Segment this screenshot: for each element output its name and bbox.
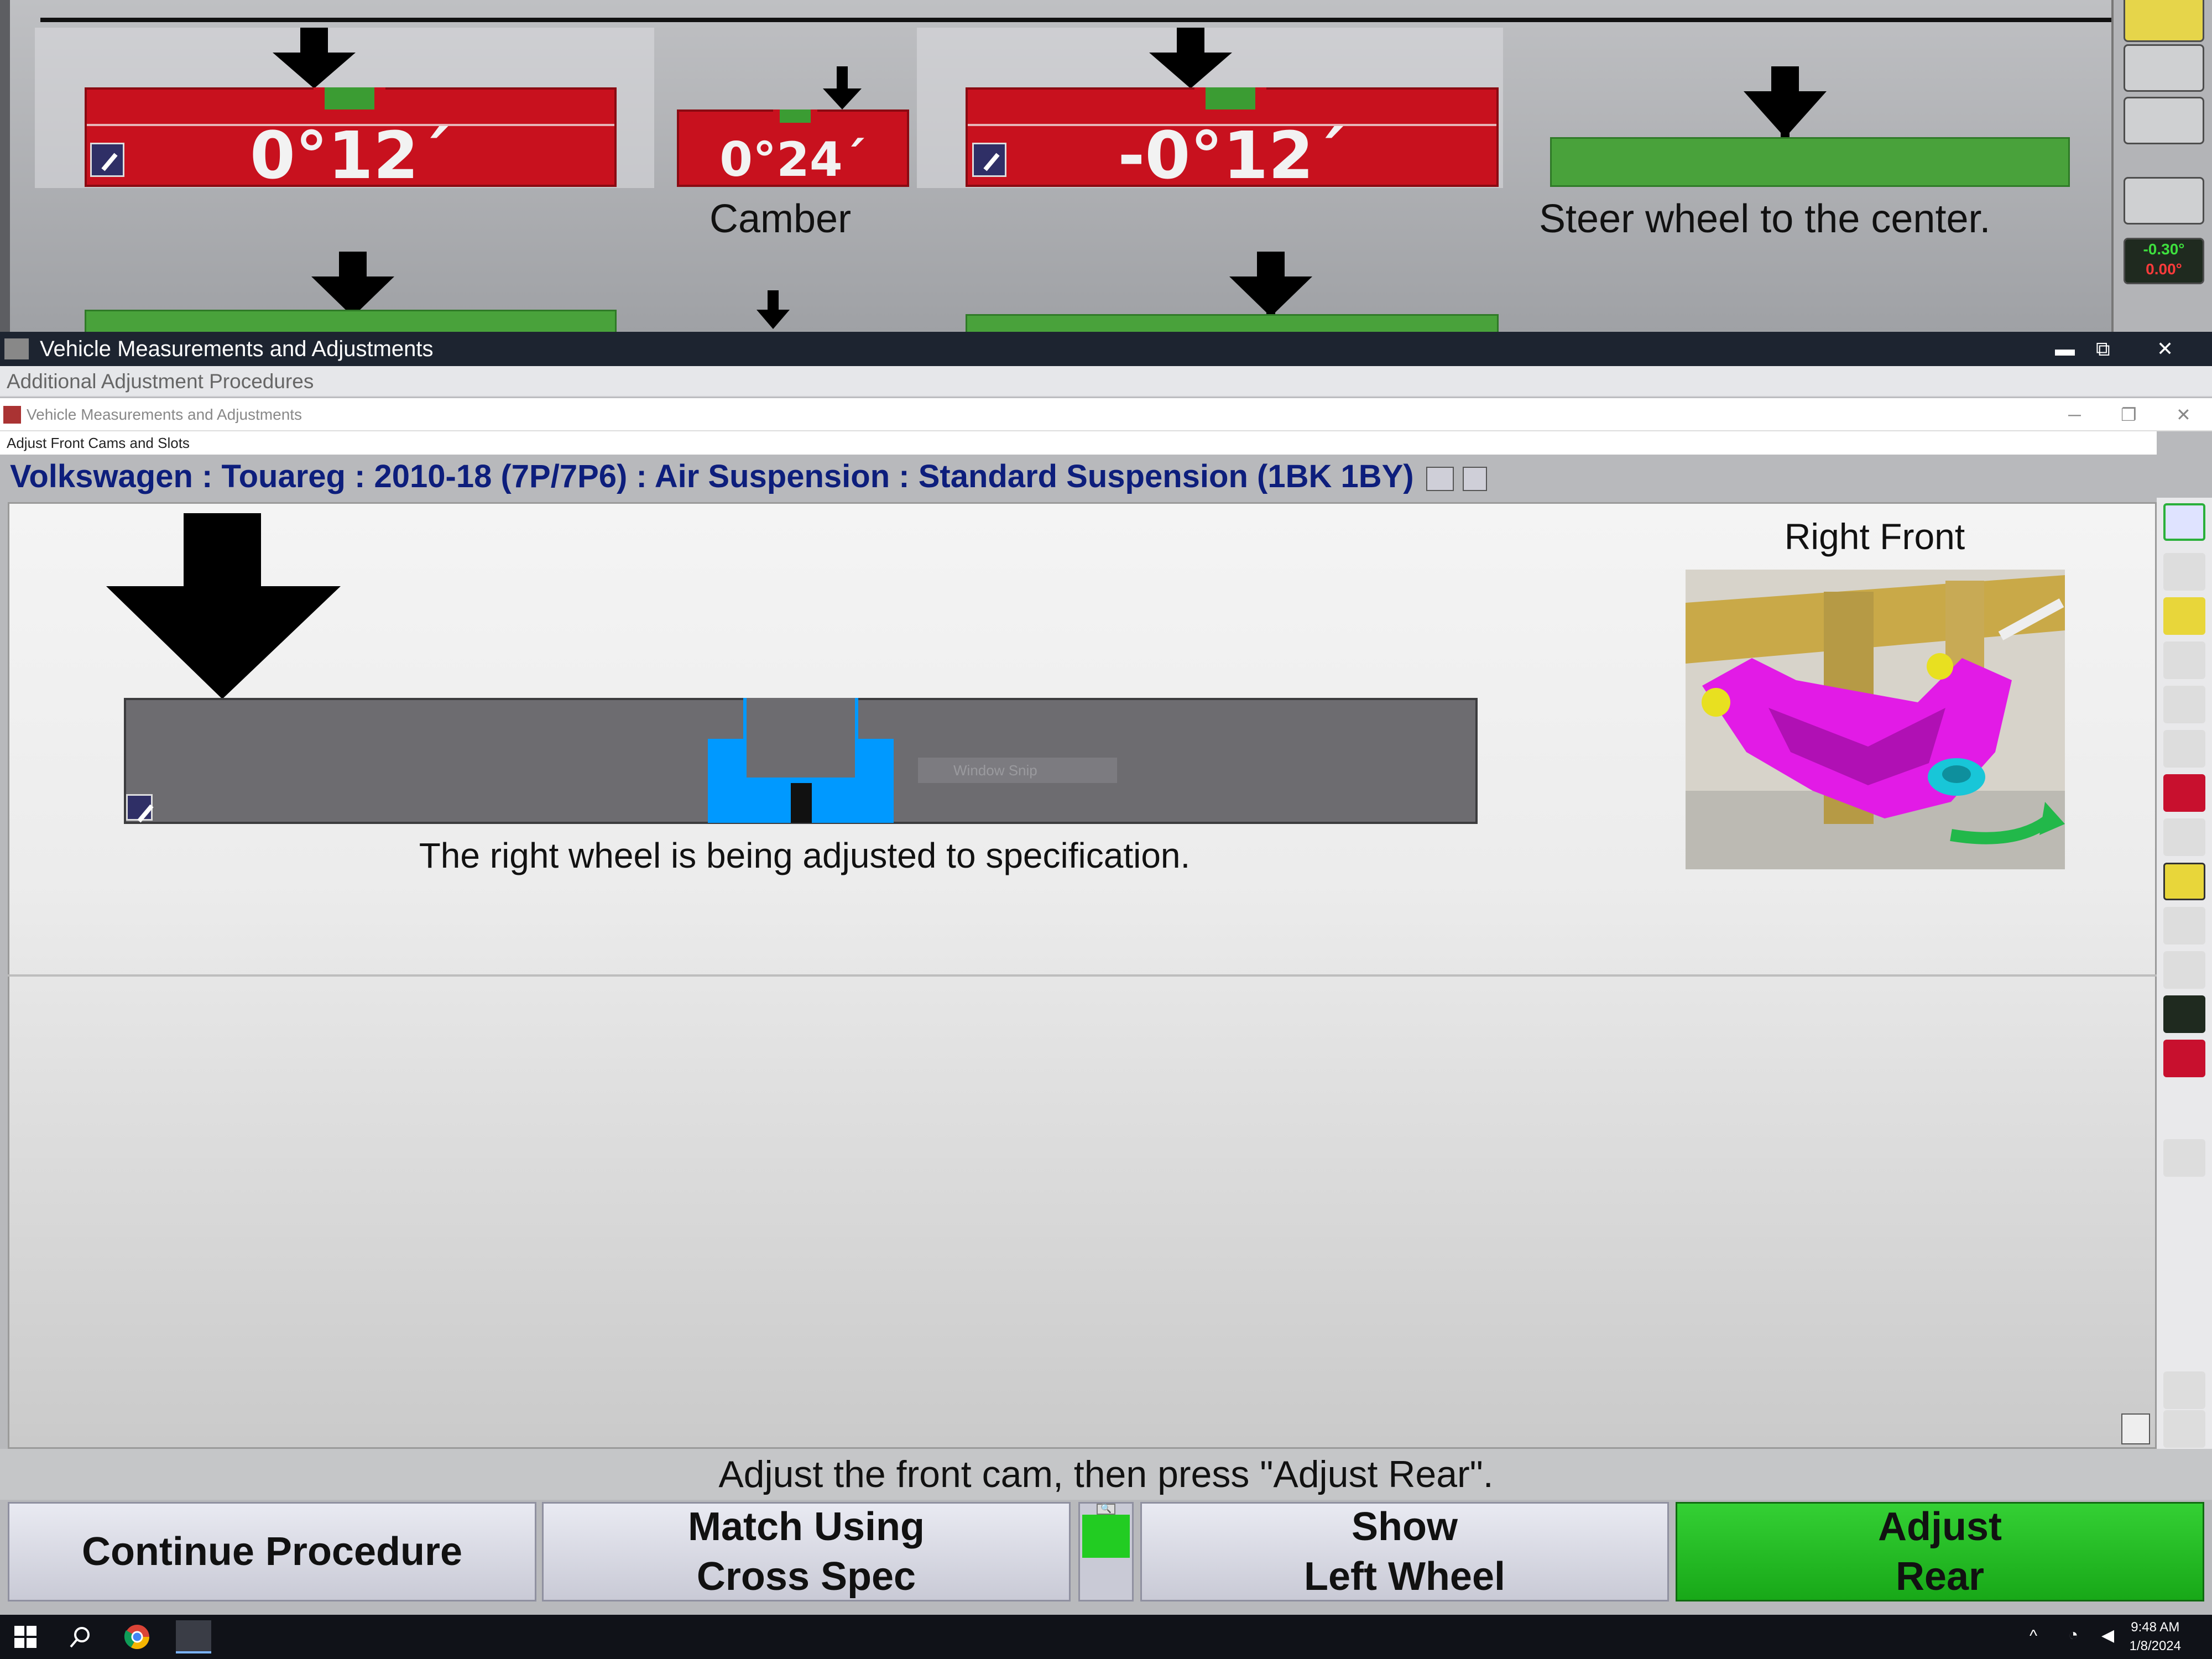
elevation-icon[interactable] bbox=[2163, 774, 2205, 812]
help-icon[interactable] bbox=[2163, 503, 2205, 541]
tool-sidebar bbox=[2157, 498, 2212, 1449]
spec-window-notch bbox=[743, 698, 858, 781]
toolbar-icon[interactable] bbox=[2124, 177, 2204, 225]
window-snip-overlay: Window Snip bbox=[918, 758, 1117, 783]
adjust-status-text: The right wheel is being adjusted to spe… bbox=[419, 836, 1191, 875]
toolbar-readout[interactable]: -0.30° 0.00° bbox=[2124, 238, 2204, 284]
toe-gauge bbox=[85, 310, 617, 332]
left-camber-gauge: 0°12´ bbox=[85, 87, 617, 194]
toe-gauge bbox=[966, 314, 1499, 332]
center-arrow-icon bbox=[823, 66, 862, 109]
menu-additional-procedures[interactable]: Additional Adjustment Procedures bbox=[7, 370, 314, 393]
match-cross-spec-button[interactable]: Match Using Cross Spec bbox=[542, 1502, 1071, 1601]
wheel-position-label: Right Front bbox=[1784, 516, 1965, 557]
info-icon[interactable] bbox=[1462, 466, 1487, 491]
report-icon[interactable] bbox=[2163, 1040, 2205, 1077]
inner-window-title: Vehicle Measurements and Adjustments bbox=[27, 406, 302, 423]
steer-ahead-icon[interactable] bbox=[2163, 907, 2205, 945]
background-toolbar: -0.30° 0.00° bbox=[2111, 0, 2212, 332]
taskbar: ^ ◔ ◀ 9:48 AM 1/8/2024 bbox=[0, 1615, 2212, 1659]
wrench-icon bbox=[972, 143, 1006, 177]
magnify-icon[interactable]: 🔍 bbox=[1097, 1504, 1115, 1515]
tpms-icon[interactable] bbox=[1426, 466, 1454, 491]
arrow-icon bbox=[757, 290, 790, 329]
minimize-button[interactable]: ─ bbox=[2068, 405, 2081, 425]
volume-icon[interactable]: ◀ bbox=[2101, 1626, 2115, 1645]
control-arm-illustration bbox=[1686, 570, 2065, 869]
right-arrow-icon bbox=[1149, 28, 1232, 88]
cross-camber-gauge: 0°24´ bbox=[677, 109, 909, 187]
print-icon[interactable] bbox=[2163, 1139, 2205, 1177]
camber-label: Camber bbox=[709, 197, 852, 241]
close-button[interactable]: ✕ bbox=[2176, 405, 2191, 425]
steer-instruction: Steer wheel to the center. bbox=[1539, 197, 1991, 241]
show-left-wheel-button[interactable]: Show Left Wheel bbox=[1140, 1502, 1669, 1601]
left-camber-value: 0°12´ bbox=[249, 117, 452, 194]
divider-line bbox=[40, 18, 2120, 22]
readout-icon[interactable] bbox=[2163, 995, 2205, 1033]
background-alignment-screen: 0°12´ 0°24´ Camber -0°12´ Steer wheel to… bbox=[0, 0, 2212, 332]
control-arm-image bbox=[1686, 570, 2065, 869]
continue-procedure-button[interactable]: Continue Procedure bbox=[8, 1502, 536, 1601]
left-arrow-icon bbox=[273, 28, 356, 88]
toe-icon[interactable] bbox=[2163, 951, 2205, 989]
arrow-icon bbox=[311, 252, 394, 332]
panel-divider bbox=[8, 974, 2157, 977]
wheel-layout-icon[interactable] bbox=[2163, 1371, 2205, 1409]
wrench-icon bbox=[126, 794, 153, 821]
wrench-icon bbox=[90, 143, 124, 177]
menu-bar: Additional Adjustment Procedures bbox=[0, 366, 2212, 397]
mute-icon[interactable] bbox=[2121, 1413, 2150, 1444]
chrome-icon[interactable] bbox=[123, 1623, 152, 1651]
ready-light bbox=[1082, 1515, 1130, 1558]
status-indicator: 🔍 bbox=[1078, 1502, 1134, 1601]
current-reading-marker bbox=[791, 783, 812, 823]
toolbar-icon[interactable] bbox=[2124, 44, 2204, 92]
arrow-icon bbox=[1229, 252, 1312, 332]
target-arrow-icon bbox=[106, 513, 341, 699]
measure-icon[interactable] bbox=[2163, 641, 2205, 679]
minimize-button[interactable]: ▬ bbox=[2055, 337, 2075, 360]
close-button[interactable]: ✕ bbox=[2157, 337, 2174, 360]
inner-window-titlebar: Vehicle Measurements and Adjustments ─ ❐… bbox=[0, 398, 2212, 431]
steering-icon[interactable] bbox=[2163, 686, 2205, 723]
system-clock[interactable]: 9:48 AM 1/8/2024 bbox=[2130, 1618, 2181, 1656]
alignment-app-taskbar-icon[interactable] bbox=[176, 1620, 211, 1653]
outer-window-titlebar: Vehicle Measurements and Adjustments ▬ ⧉… bbox=[0, 332, 2212, 366]
toolbar-icon[interactable] bbox=[2124, 97, 2204, 144]
app-icon bbox=[3, 406, 21, 424]
caster-icon[interactable] bbox=[2163, 818, 2205, 856]
right-camber-gauge: -0°12´ bbox=[966, 87, 1499, 194]
windows-start-icon[interactable] bbox=[11, 1623, 40, 1651]
clock-time: 9:48 AM bbox=[2131, 1620, 2180, 1635]
app-icon bbox=[4, 338, 29, 359]
cams-slots-icon[interactable] bbox=[2163, 863, 2205, 900]
procedure-title: Adjust Front Cams and Slots bbox=[0, 431, 2157, 455]
search-icon[interactable] bbox=[66, 1623, 95, 1651]
instruction-text: Adjust the front cam, then press "Adjust… bbox=[0, 1449, 2212, 1500]
right-camber-value: -0°12´ bbox=[1118, 117, 1347, 194]
toolbar-icon[interactable] bbox=[2124, 0, 2204, 42]
steer-center-gauge bbox=[1550, 137, 2070, 187]
adjust-rear-button[interactable]: Adjust Rear bbox=[1676, 1502, 2204, 1601]
outer-window-title: Vehicle Measurements and Adjustments bbox=[40, 337, 434, 361]
clock-date: 1/8/2024 bbox=[2129, 1639, 2181, 1653]
vehicle-spec-title: Volkswagen : Touareg : 2010-18 (7P/7P6) … bbox=[10, 458, 1487, 495]
specifications-icon[interactable] bbox=[2163, 553, 2205, 591]
wrench-tools-icon[interactable] bbox=[2163, 597, 2205, 635]
network-icon[interactable]: ◔ bbox=[2068, 1626, 2079, 1644]
axle-layout-icon[interactable] bbox=[2163, 1410, 2205, 1448]
steer-arrow-icon bbox=[1744, 66, 1827, 166]
tray-chevron-icon[interactable]: ^ bbox=[2030, 1627, 2038, 1645]
restore-button[interactable]: ⧉ bbox=[2096, 337, 2110, 360]
cross-camber-value: 0°24´ bbox=[719, 132, 867, 187]
camera-icon[interactable] bbox=[2163, 730, 2205, 768]
restore-button[interactable]: ❐ bbox=[2121, 405, 2137, 425]
